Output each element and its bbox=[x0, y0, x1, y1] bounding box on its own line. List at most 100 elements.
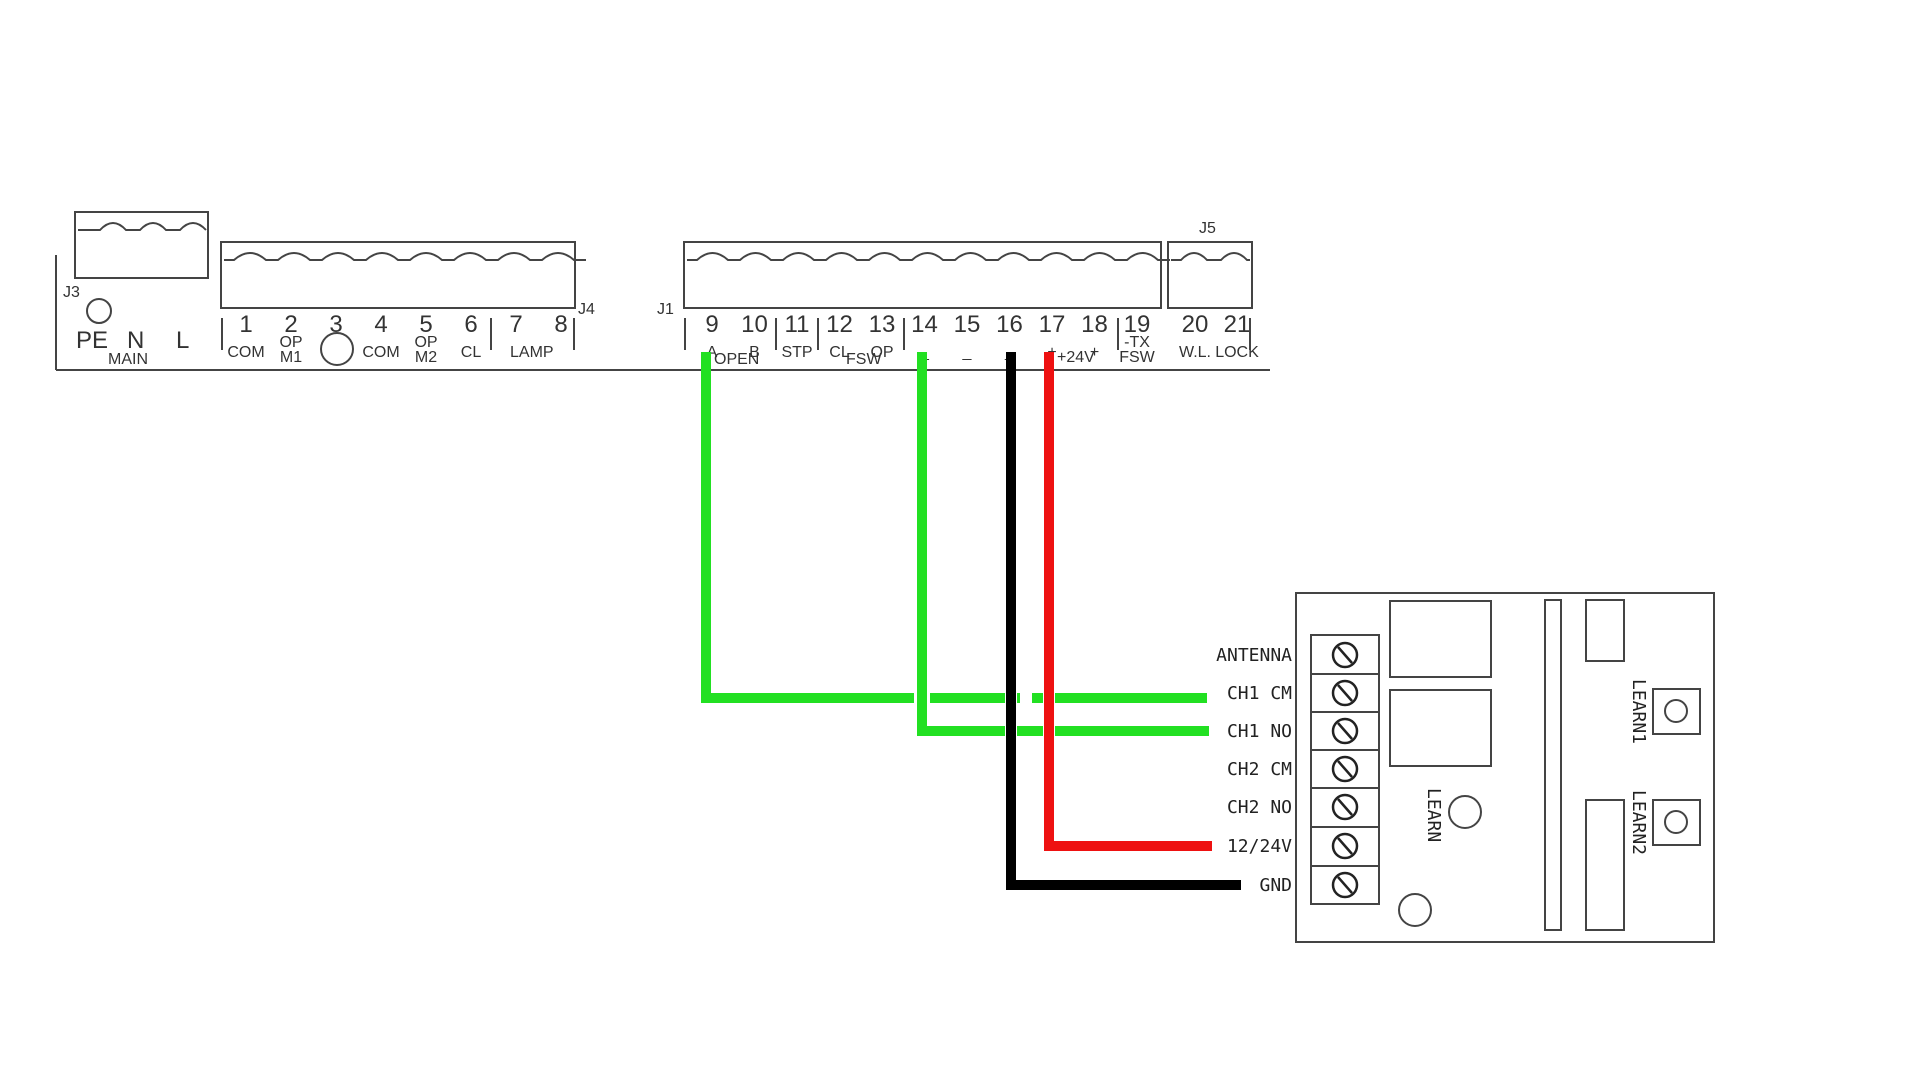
open-label: OPEN bbox=[714, 351, 759, 368]
learn2-label: LEARN2 bbox=[1628, 790, 1649, 855]
module-outline bbox=[1295, 592, 1715, 943]
j5-housing bbox=[1167, 241, 1253, 309]
terminal-labels: ANTENNA CH1 CM CH1 NO CH2 CM CH2 NO 12/24V GND bbox=[1216, 645, 1292, 896]
relay-2 bbox=[1389, 689, 1492, 767]
terminal-number: 18 bbox=[1081, 311, 1108, 338]
connector-j3: J3 PE N L MAIN bbox=[63, 211, 209, 368]
terminal-number: 7 bbox=[509, 311, 522, 338]
terminal-number: 19 bbox=[1124, 311, 1151, 338]
terminal-function-line2: FSW bbox=[1119, 349, 1155, 366]
learn-led bbox=[1448, 795, 1482, 829]
plus24v-label: +24V bbox=[1057, 349, 1095, 366]
terminal-number: 12 bbox=[826, 311, 853, 338]
terminal-function: COM bbox=[227, 344, 264, 361]
terminal-function-line2: M2 bbox=[415, 349, 437, 366]
j4-label: J4 bbox=[578, 301, 595, 318]
component-top bbox=[1585, 599, 1625, 662]
terminal-function: OP bbox=[870, 344, 893, 361]
terminal-number: 3 bbox=[329, 311, 342, 338]
status-led bbox=[1398, 893, 1432, 927]
terminal-number: 17 bbox=[1039, 311, 1066, 338]
terminal-function: + bbox=[1090, 344, 1099, 361]
terminal-number: 13 bbox=[869, 311, 896, 338]
j1-housing bbox=[683, 241, 1162, 309]
screw-slot bbox=[1337, 760, 1353, 778]
terminal-label: CH2 NO bbox=[1227, 797, 1292, 818]
terminal-number: 4 bbox=[374, 311, 387, 338]
terminal-number: 6 bbox=[464, 311, 477, 338]
j3-mount-hole bbox=[86, 298, 112, 324]
terminal-function: W.L. bbox=[1179, 344, 1211, 361]
terminal-number: 10 bbox=[741, 311, 768, 338]
learn1-button-frame[interactable] bbox=[1652, 688, 1701, 735]
terminal-label: GND bbox=[1259, 875, 1292, 896]
lamp-label: LAMP bbox=[510, 344, 554, 361]
terminal-function-line2: M1 bbox=[280, 349, 302, 366]
learn2-button[interactable] bbox=[1664, 810, 1688, 834]
screw-slot bbox=[1337, 798, 1353, 816]
connector-j1: J1 9A10B11STP12CL13OP14_15_16_17+18+19-T… bbox=[657, 241, 1170, 368]
main-pe-label: PE bbox=[76, 327, 108, 354]
j4-mount-hole bbox=[320, 332, 354, 366]
terminal-block bbox=[1310, 634, 1380, 905]
learn2-button-frame[interactable] bbox=[1652, 799, 1701, 846]
terminal-function: B bbox=[749, 344, 760, 361]
terminal-function: COM bbox=[362, 344, 399, 361]
terminal-function: LOCK bbox=[1215, 344, 1259, 361]
screw-slot bbox=[1337, 876, 1353, 894]
main-n-label: N bbox=[127, 327, 144, 354]
terminal-number: 14 bbox=[911, 311, 938, 338]
terminal-number: 15 bbox=[954, 311, 981, 338]
screw-slot bbox=[1337, 646, 1353, 664]
hop-gap-a bbox=[1020, 690, 1032, 706]
main-l-label: L bbox=[176, 327, 189, 354]
screw-slot bbox=[1337, 837, 1353, 855]
terminal-number: 20 bbox=[1182, 311, 1209, 338]
terminal-screw-icon bbox=[1331, 717, 1359, 745]
terminal-screw-icon bbox=[1331, 832, 1359, 860]
receiver-module: ANTENNA CH1 CM CH1 NO CH2 CM CH2 NO 12/24V GND… bbox=[1216, 592, 1715, 943]
terminal-label: CH1 NO bbox=[1227, 721, 1292, 742]
learn-label: LEARN bbox=[1423, 788, 1444, 842]
terminal-screw-icon bbox=[1331, 871, 1359, 899]
terminal-number: 21 bbox=[1224, 311, 1251, 338]
j3-housing bbox=[74, 211, 209, 279]
j3-screws bbox=[78, 222, 207, 231]
terminal-screw-icon bbox=[1331, 679, 1359, 707]
terminal-label: 12/24V bbox=[1227, 836, 1292, 857]
terminal-screws bbox=[1311, 641, 1379, 899]
screw-slot bbox=[1337, 684, 1353, 702]
terminal-function: CL bbox=[461, 344, 482, 361]
terminal-label: CH1 CM bbox=[1227, 683, 1292, 704]
j4-screws bbox=[224, 252, 586, 261]
learn1-label: LEARN1 bbox=[1628, 679, 1649, 744]
j4-housing bbox=[220, 241, 576, 309]
terminal-function: OP bbox=[414, 334, 437, 351]
terminal-number: 1 bbox=[239, 311, 252, 338]
j5-label: J5 bbox=[1199, 220, 1216, 237]
terminal-screw-icon bbox=[1331, 755, 1359, 783]
terminal-screw-icon bbox=[1331, 641, 1359, 669]
terminal-number: 5 bbox=[419, 311, 432, 338]
terminal-number: 8 bbox=[554, 311, 567, 338]
wire-red-24v bbox=[1044, 352, 1212, 851]
terminal-screw-icon bbox=[1331, 793, 1359, 821]
relay-1 bbox=[1389, 600, 1492, 678]
terminal-number: 9 bbox=[705, 311, 718, 338]
terminal-function: CL bbox=[829, 344, 850, 361]
terminal-number: 2 bbox=[284, 311, 297, 338]
learn1-button[interactable] bbox=[1664, 699, 1688, 723]
j1-label: J1 bbox=[657, 301, 674, 318]
terminal-label: CH2 CM bbox=[1227, 759, 1292, 780]
screw-slot bbox=[1337, 722, 1353, 740]
fsw-label: FSW bbox=[846, 351, 882, 368]
wire-green-ch1-no bbox=[917, 352, 1209, 736]
terminal-label: ANTENNA bbox=[1216, 645, 1292, 666]
terminal-number: 16 bbox=[996, 311, 1023, 338]
terminal-number: 11 bbox=[785, 311, 810, 338]
terminal-function: _ bbox=[962, 344, 973, 361]
j5-screws bbox=[1171, 252, 1250, 261]
